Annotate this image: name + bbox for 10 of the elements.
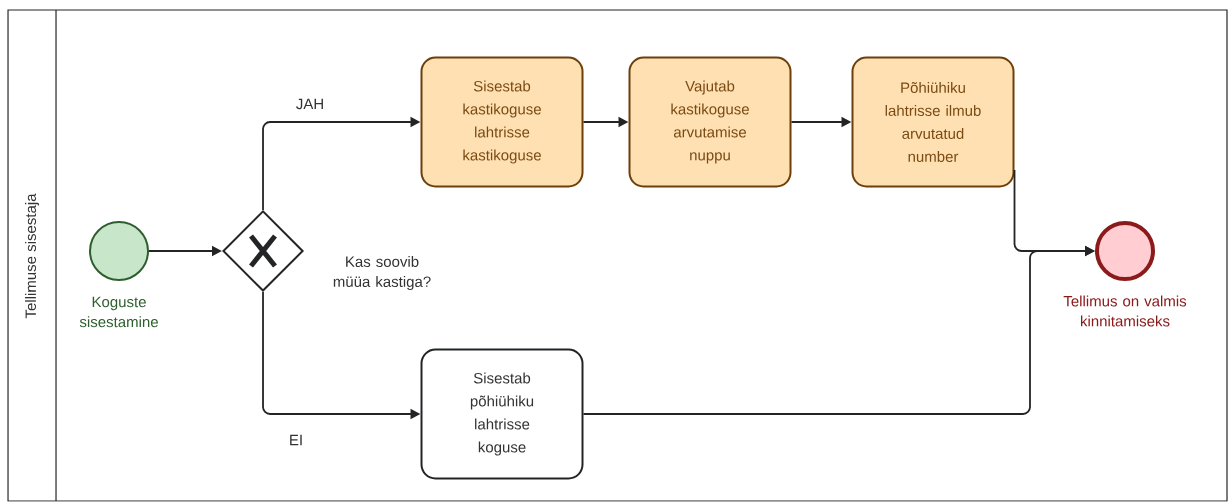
end-event-circle	[1095, 221, 1155, 281]
gateway-label: Kas soovib müüa kastiga?	[333, 256, 431, 290]
task-box: Sisestab põhiühiku lahtrisse koguse	[420, 348, 584, 480]
task-box: Vajutab kastikoguse arvutamise nuppu	[628, 56, 792, 188]
end-event-label: Tellimus on valmis kinnitamiseks	[1063, 295, 1187, 327]
start-event-circle	[89, 221, 149, 281]
gateway-diamond	[222, 210, 304, 292]
start-event-label: Koguste sisestamine	[79, 296, 158, 328]
task-box: Põhiühiku lahtrisse ilmub arvutatud number	[851, 56, 1015, 188]
task-box: Sisestab kastikoguse lahtrisse kastikoguse	[420, 56, 584, 188]
